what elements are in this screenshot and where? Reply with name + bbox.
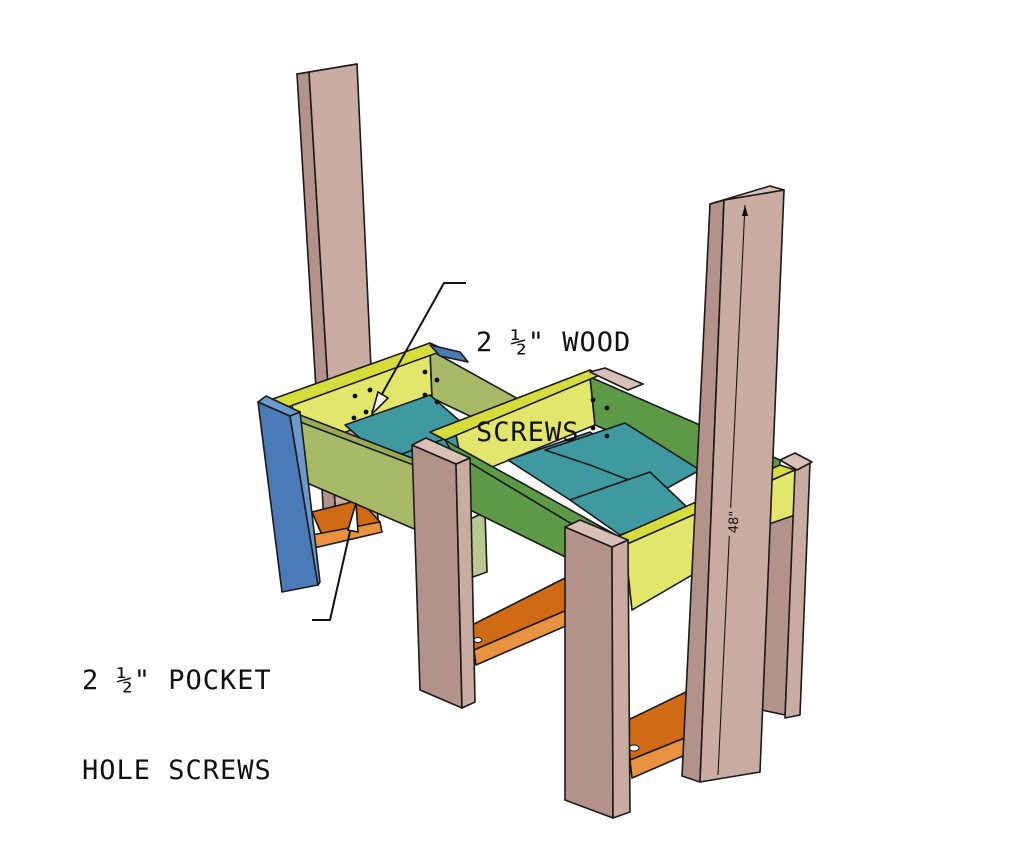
leg-front-middle xyxy=(411,437,476,709)
callout-pocket-hole-screws: 2 ½" POCKET HOLE SCREWS xyxy=(82,606,272,846)
callout-pocket-line2: HOLE SCREWS xyxy=(82,755,272,786)
callout-wood-screws-line2: SCREWS xyxy=(476,417,580,448)
callout-leader-wood-screws xyxy=(370,282,466,417)
leg-front-right xyxy=(564,519,631,819)
leg-front-left-blue xyxy=(257,344,469,593)
stretcher-middle xyxy=(471,577,569,666)
callout-wood-screws: 2 ½" WOOD SCREWS xyxy=(476,268,631,508)
callout-leader-pocket-hole-screws xyxy=(312,502,359,621)
callout-wood-screws-line1: 2 ½" WOOD xyxy=(476,327,632,358)
callout-pocket-line1: 2 ½" POCKET xyxy=(82,665,272,696)
svg-text:48": 48" xyxy=(727,511,743,534)
back-post-right: 48" xyxy=(681,185,785,783)
dimension-label-48: 48" xyxy=(724,507,743,537)
